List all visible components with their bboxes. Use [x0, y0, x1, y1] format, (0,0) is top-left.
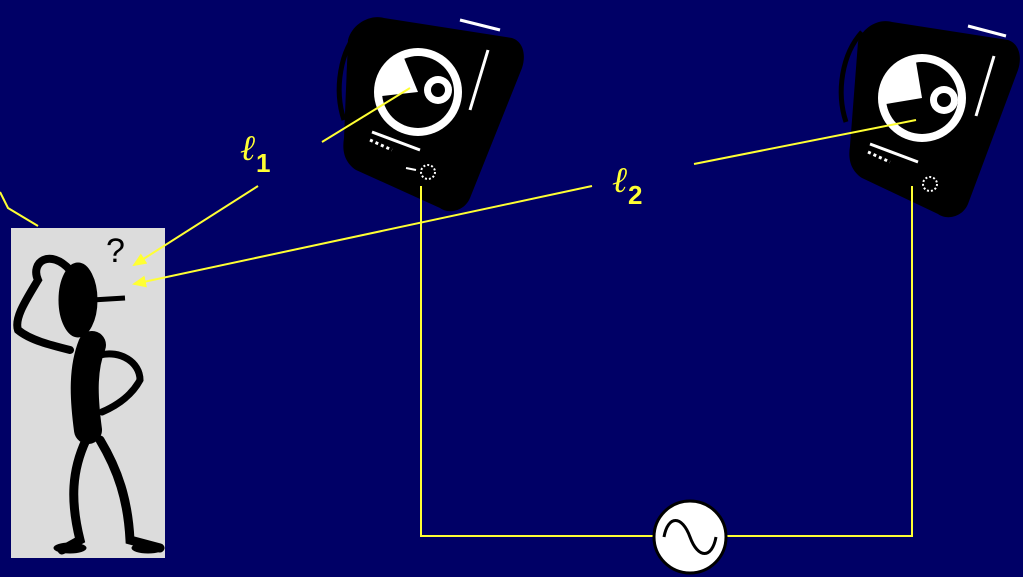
- svg-text:ℓ: ℓ: [612, 160, 627, 201]
- l2-arrow: [132, 185, 593, 288]
- speaker-icon: [336, 17, 524, 212]
- speaker-2: [838, 21, 1020, 218]
- svg-text:1: 1: [256, 148, 270, 178]
- l1-line-upper: [321, 87, 411, 143]
- callout-line: [0, 191, 39, 227]
- circuit-wire-left: [420, 186, 653, 537]
- label-l2: ℓ 2: [612, 160, 642, 210]
- svg-text:2: 2: [628, 180, 642, 210]
- listener-figure: ?: [11, 228, 165, 558]
- circuit-wire-right: [727, 186, 913, 537]
- confused-person-icon: [13, 254, 165, 555]
- label-l1: ℓ 1: [240, 128, 270, 178]
- svg-text:ℓ: ℓ: [240, 128, 255, 169]
- l2-line-right: [693, 119, 917, 165]
- l1-arrow: [132, 185, 259, 267]
- speaker-1: [336, 17, 524, 212]
- speaker-icon: [838, 21, 1020, 218]
- question-mark: ?: [106, 232, 125, 270]
- ac-source-icon: [652, 499, 728, 575]
